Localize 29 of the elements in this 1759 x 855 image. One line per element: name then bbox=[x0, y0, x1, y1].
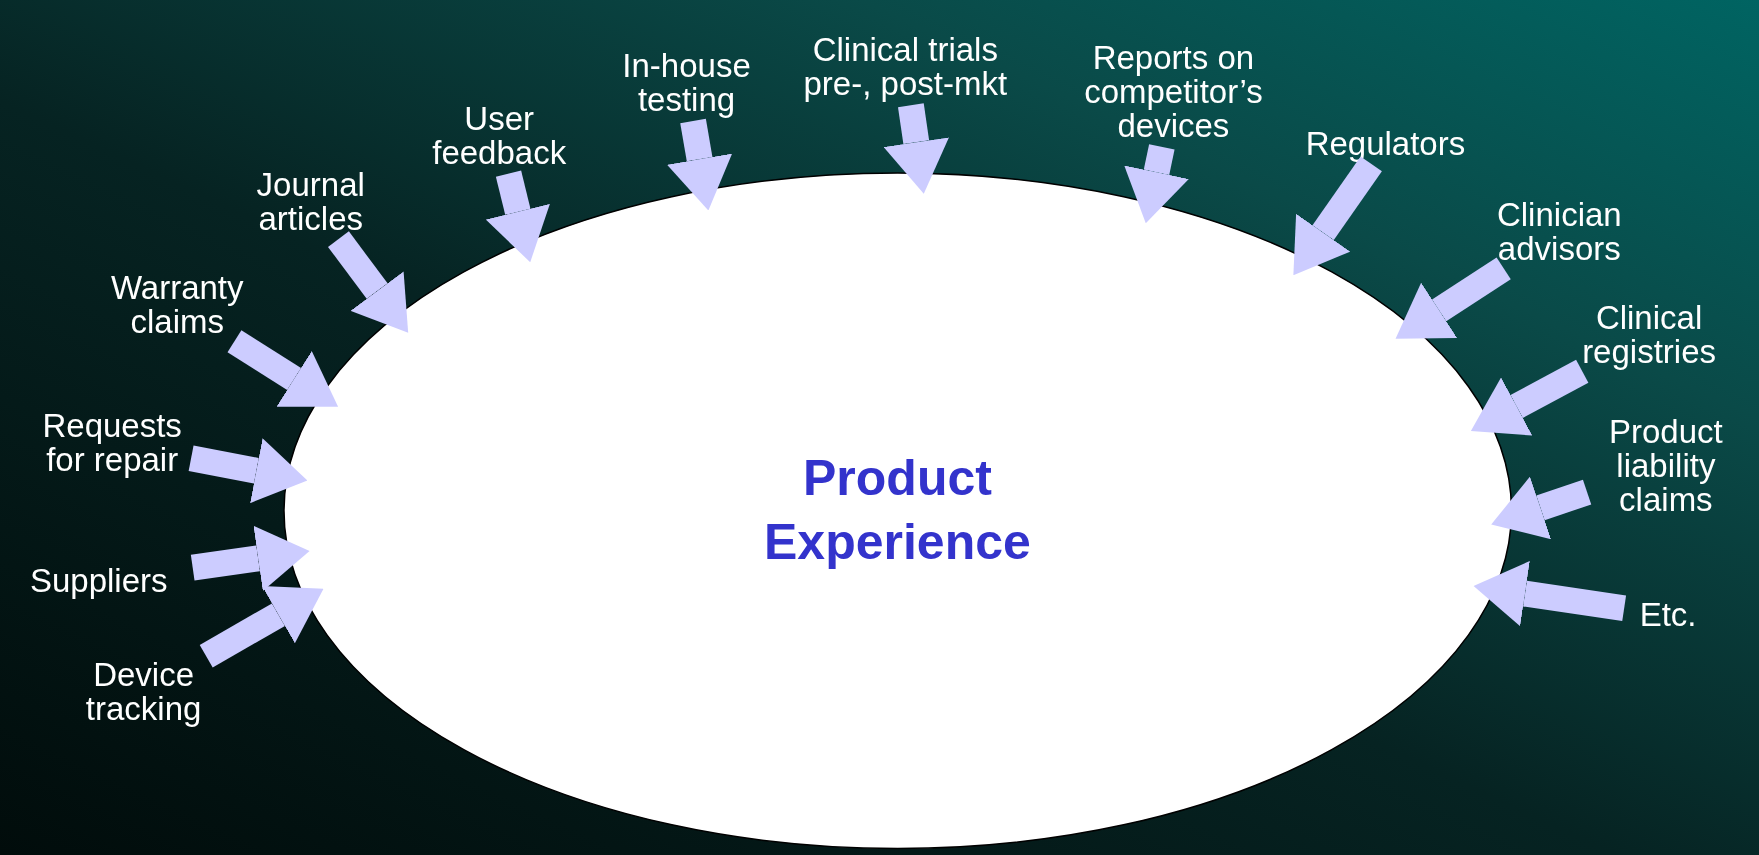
source-label: Warranty claims bbox=[109, 271, 245, 340]
source-label: Device tracking bbox=[84, 658, 203, 727]
block-arrow bbox=[199, 586, 324, 668]
source-label: Reports on competitor’s devices bbox=[1083, 41, 1264, 143]
source-label: Suppliers bbox=[28, 564, 169, 599]
block-arrow bbox=[1293, 156, 1382, 276]
source-label: In-house testing bbox=[621, 49, 752, 117]
source-label: Clinical trials pre-, post-mkt bbox=[802, 33, 1009, 102]
block-arrow bbox=[1124, 144, 1189, 224]
block-arrow bbox=[1470, 359, 1589, 436]
block-arrow bbox=[485, 170, 550, 263]
block-arrow bbox=[328, 231, 409, 333]
block-arrow bbox=[883, 103, 949, 194]
source-label: Clinical registries bbox=[1581, 301, 1717, 370]
block-arrow bbox=[190, 525, 310, 591]
block-arrow bbox=[1473, 560, 1627, 627]
block-arrow bbox=[1491, 476, 1592, 540]
block-arrow bbox=[188, 438, 308, 504]
block-arrow bbox=[667, 118, 733, 211]
block-arrow bbox=[227, 330, 339, 407]
source-label: Requests for repair bbox=[41, 409, 183, 478]
source-label: Clinician advisors bbox=[1495, 198, 1623, 267]
center-title: Product Experience bbox=[763, 449, 1032, 573]
source-label: Regulators bbox=[1304, 126, 1467, 161]
source-label: User feedback bbox=[431, 101, 568, 170]
source-label: Product liability claims bbox=[1608, 414, 1724, 517]
block-arrow bbox=[1395, 257, 1511, 339]
source-label: Journal articles bbox=[255, 167, 366, 236]
source-label: Etc. bbox=[1638, 597, 1698, 632]
